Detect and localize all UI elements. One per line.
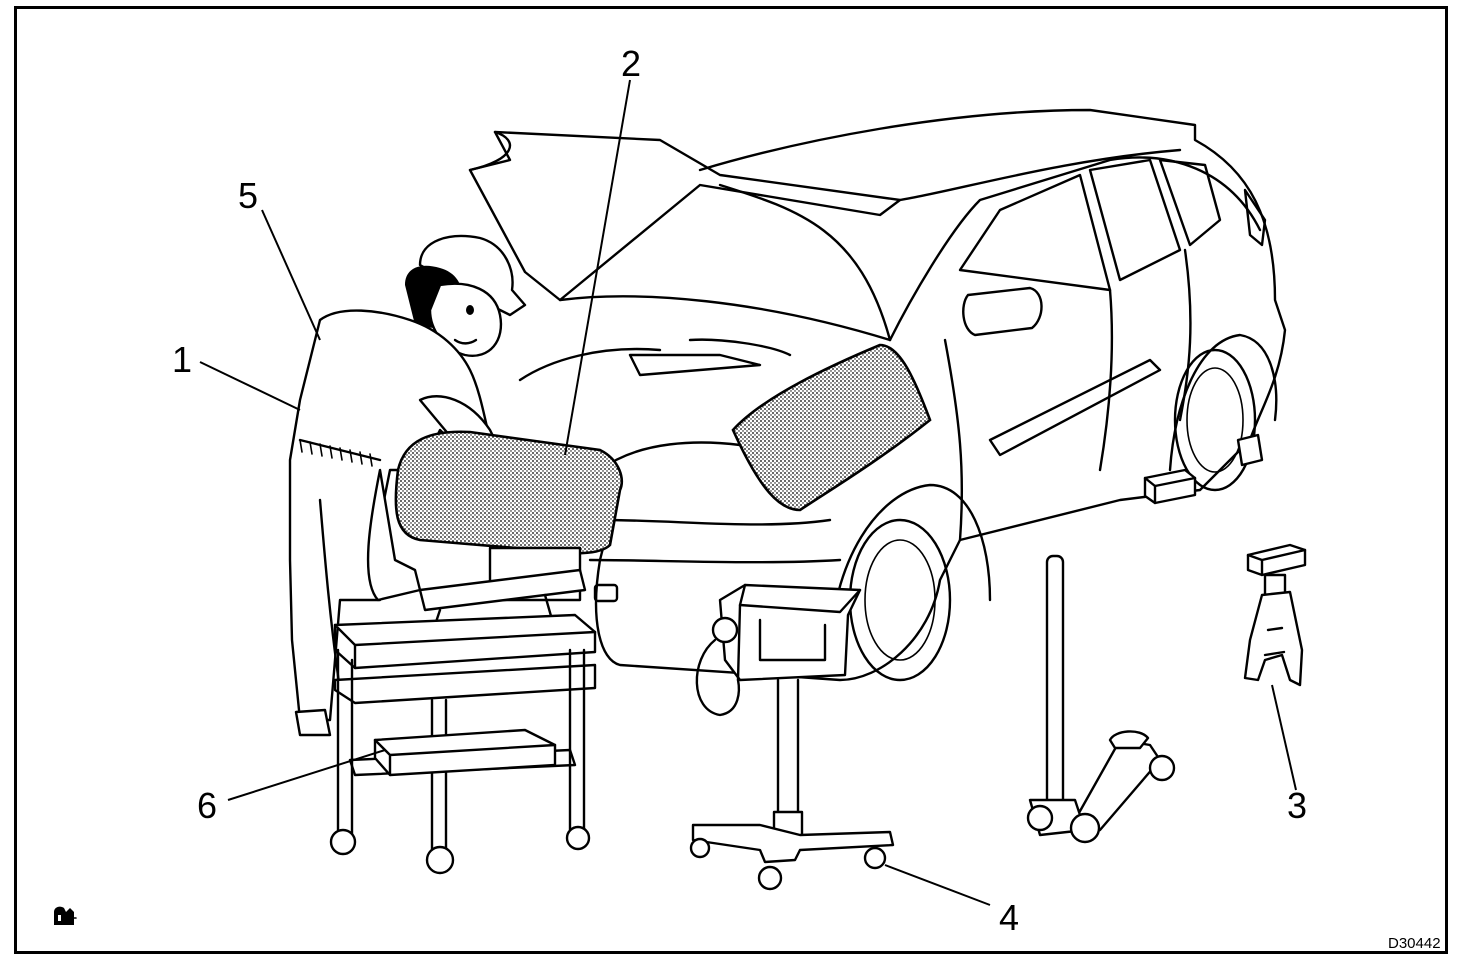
cart-middle-shelf [333,663,597,705]
leader-6 [227,749,386,801]
grille-cover-and-stand [394,430,624,642]
callout-5: 5 [238,175,258,216]
leader-3 [1271,684,1297,791]
figure-frame [14,6,1448,954]
lamp-base [691,823,895,864]
leader-4 [884,864,991,906]
work-lamp [689,583,895,891]
floor-jack [1026,554,1176,844]
jack-handle [1045,554,1065,813]
callout-6: 6 [197,785,217,826]
cap [418,234,527,317]
rear-wheel [1173,348,1257,492]
callout-4: 4 [999,897,1019,938]
callout-1: 1 [172,339,192,380]
tool-cart [329,613,597,875]
callout-labels: 1 2 3 4 5 6 [172,43,1307,938]
parts-tray [373,728,557,777]
cart-top-shelf [333,613,597,647]
side-mirror [962,286,1043,337]
leader-2 [564,79,631,456]
caster [329,828,357,856]
vehicle [468,108,1287,682]
vehicle-body-outline [594,108,1287,682]
technician [288,234,527,737]
leader-1 [199,361,301,411]
wheel-chock [1143,468,1197,505]
stand-saddle [1246,543,1307,577]
callout-3: 3 [1287,785,1307,826]
workbook-stamp-icon [54,906,77,925]
figure-code: D30442 [1388,935,1441,952]
fender-cover [731,343,932,512]
leader-5 [261,209,321,341]
callout-2: 2 [621,43,641,84]
jack-stand [1243,543,1307,687]
callout-leaders [199,79,1297,906]
open-hood [468,130,902,302]
front-cover [394,430,624,555]
